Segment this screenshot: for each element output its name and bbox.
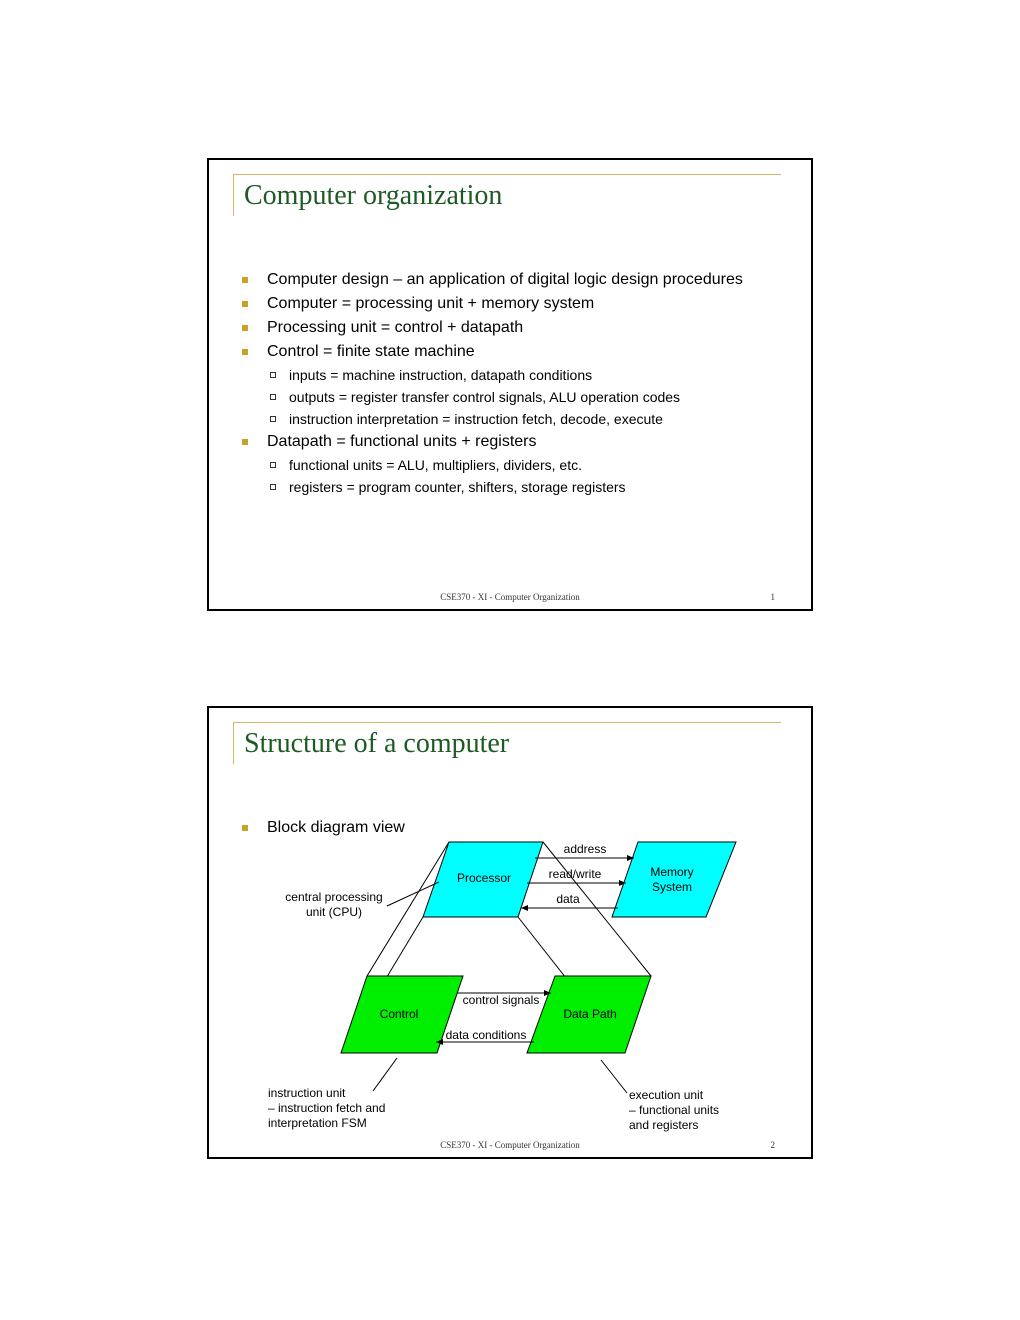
title-rule: [233, 722, 781, 723]
memory-label-line1: Memory: [650, 865, 693, 879]
bullet-item: Datapath = functional units + registers: [239, 430, 743, 454]
bullet-item: Processing unit = control + datapath: [239, 316, 743, 340]
cpu-label-line1: central processing: [285, 890, 382, 904]
square-bullet-icon: [242, 439, 248, 445]
block-diagram: Processor Memory System address read/wri…: [268, 841, 737, 1132]
hollow-square-bullet-icon: [270, 462, 276, 468]
square-bullet-icon: [242, 325, 248, 331]
address-label: address: [564, 842, 607, 856]
slide-structure-of-a-computer: Structure of a computer Block diagram vi…: [207, 706, 813, 1159]
cpu-pointer-line: [386, 881, 440, 907]
sub-bullet-text: functional units = ALU, multipliers, div…: [289, 457, 582, 473]
bullet-text: Computer = processing unit + memory syst…: [267, 295, 595, 312]
hollow-square-bullet-icon: [270, 484, 276, 490]
data-conditions-label: data conditions: [446, 1028, 527, 1042]
processor-block: [422, 841, 544, 918]
instruction-unit-line2: – instruction fetch and: [268, 1101, 385, 1115]
title-rule-vertical: [233, 174, 234, 216]
sub-bullet-item: instruction interpretation = instruction…: [239, 408, 743, 430]
slide-footer: CSE370 - XI - Computer Organization: [440, 1140, 580, 1150]
bullet-text: Control = finite state machine: [267, 343, 475, 360]
execution-unit-line2: – functional units: [629, 1103, 719, 1117]
control-block: [340, 975, 464, 1054]
slide-computer-organization: Computer organization Computer design – …: [207, 158, 813, 611]
bullet-text: Datapath = functional units + registers: [267, 433, 537, 450]
hollow-square-bullet-icon: [270, 372, 276, 378]
read-write-label: read/write: [549, 867, 602, 881]
control-signals-label: control signals: [463, 993, 540, 1007]
page-number: 1: [770, 592, 776, 602]
square-bullet-icon: [242, 301, 248, 307]
title-rule: [233, 174, 781, 175]
memory-block: [611, 841, 737, 918]
bullet-item: Block diagram view: [239, 816, 405, 840]
bullet-item: Control = finite state machine: [239, 340, 743, 364]
square-bullet-icon: [242, 349, 248, 355]
bullet-text: Processing unit = control + datapath: [267, 319, 524, 336]
execution-pointer-line: [600, 1059, 628, 1094]
execution-unit-line1: execution unit: [629, 1088, 704, 1102]
title-rule-vertical: [233, 722, 234, 764]
bullet-item: Computer = processing unit + memory syst…: [239, 292, 743, 316]
sub-bullet-text: instruction interpretation = instruction…: [289, 411, 663, 427]
sub-bullet-item: registers = program counter, shifters, s…: [239, 476, 743, 498]
hollow-square-bullet-icon: [270, 394, 276, 400]
instruction-unit-line1: instruction unit: [268, 1086, 346, 1100]
sub-bullet-item: functional units = ALU, multipliers, div…: [239, 454, 743, 476]
page-number: 2: [770, 1140, 776, 1150]
cpu-label-line2: unit (CPU): [306, 905, 362, 919]
sub-bullet-text: inputs = machine instruction, datapath c…: [289, 367, 593, 383]
instruction-unit-line3: interpretation FSM: [268, 1116, 367, 1130]
data-path-block: [526, 975, 652, 1054]
slide-title: Computer organization: [244, 180, 503, 211]
data-label: data: [556, 892, 580, 906]
sub-bullet-item: outputs = register transfer control sign…: [239, 386, 743, 408]
connector-line: [542, 841, 652, 977]
bullet-item: Computer design – an application of digi…: [239, 268, 743, 292]
bullet-text: Computer design – an application of digi…: [267, 271, 743, 288]
control-label: Control: [380, 1007, 419, 1021]
processor-label: Processor: [457, 871, 511, 885]
data-path-label: Data Path: [563, 1007, 616, 1021]
sub-bullet-text: registers = program counter, shifters, s…: [289, 479, 626, 495]
bullet-list: Computer design – an application of digi…: [239, 268, 743, 498]
sub-bullet-text: outputs = register transfer control sign…: [289, 389, 681, 405]
memory-label-line2: System: [652, 880, 692, 894]
sub-bullet-item: inputs = machine instruction, datapath c…: [239, 364, 743, 386]
hollow-square-bullet-icon: [270, 416, 276, 422]
square-bullet-icon: [242, 825, 248, 831]
connector-line: [366, 841, 450, 977]
slide-title: Structure of a computer: [244, 728, 510, 759]
instruction-pointer-line: [372, 1057, 398, 1092]
slide-footer: CSE370 - XI - Computer Organization: [440, 592, 580, 602]
bullet-text: Block diagram view: [267, 819, 405, 836]
execution-unit-line3: and registers: [629, 1118, 698, 1132]
square-bullet-icon: [242, 277, 248, 283]
